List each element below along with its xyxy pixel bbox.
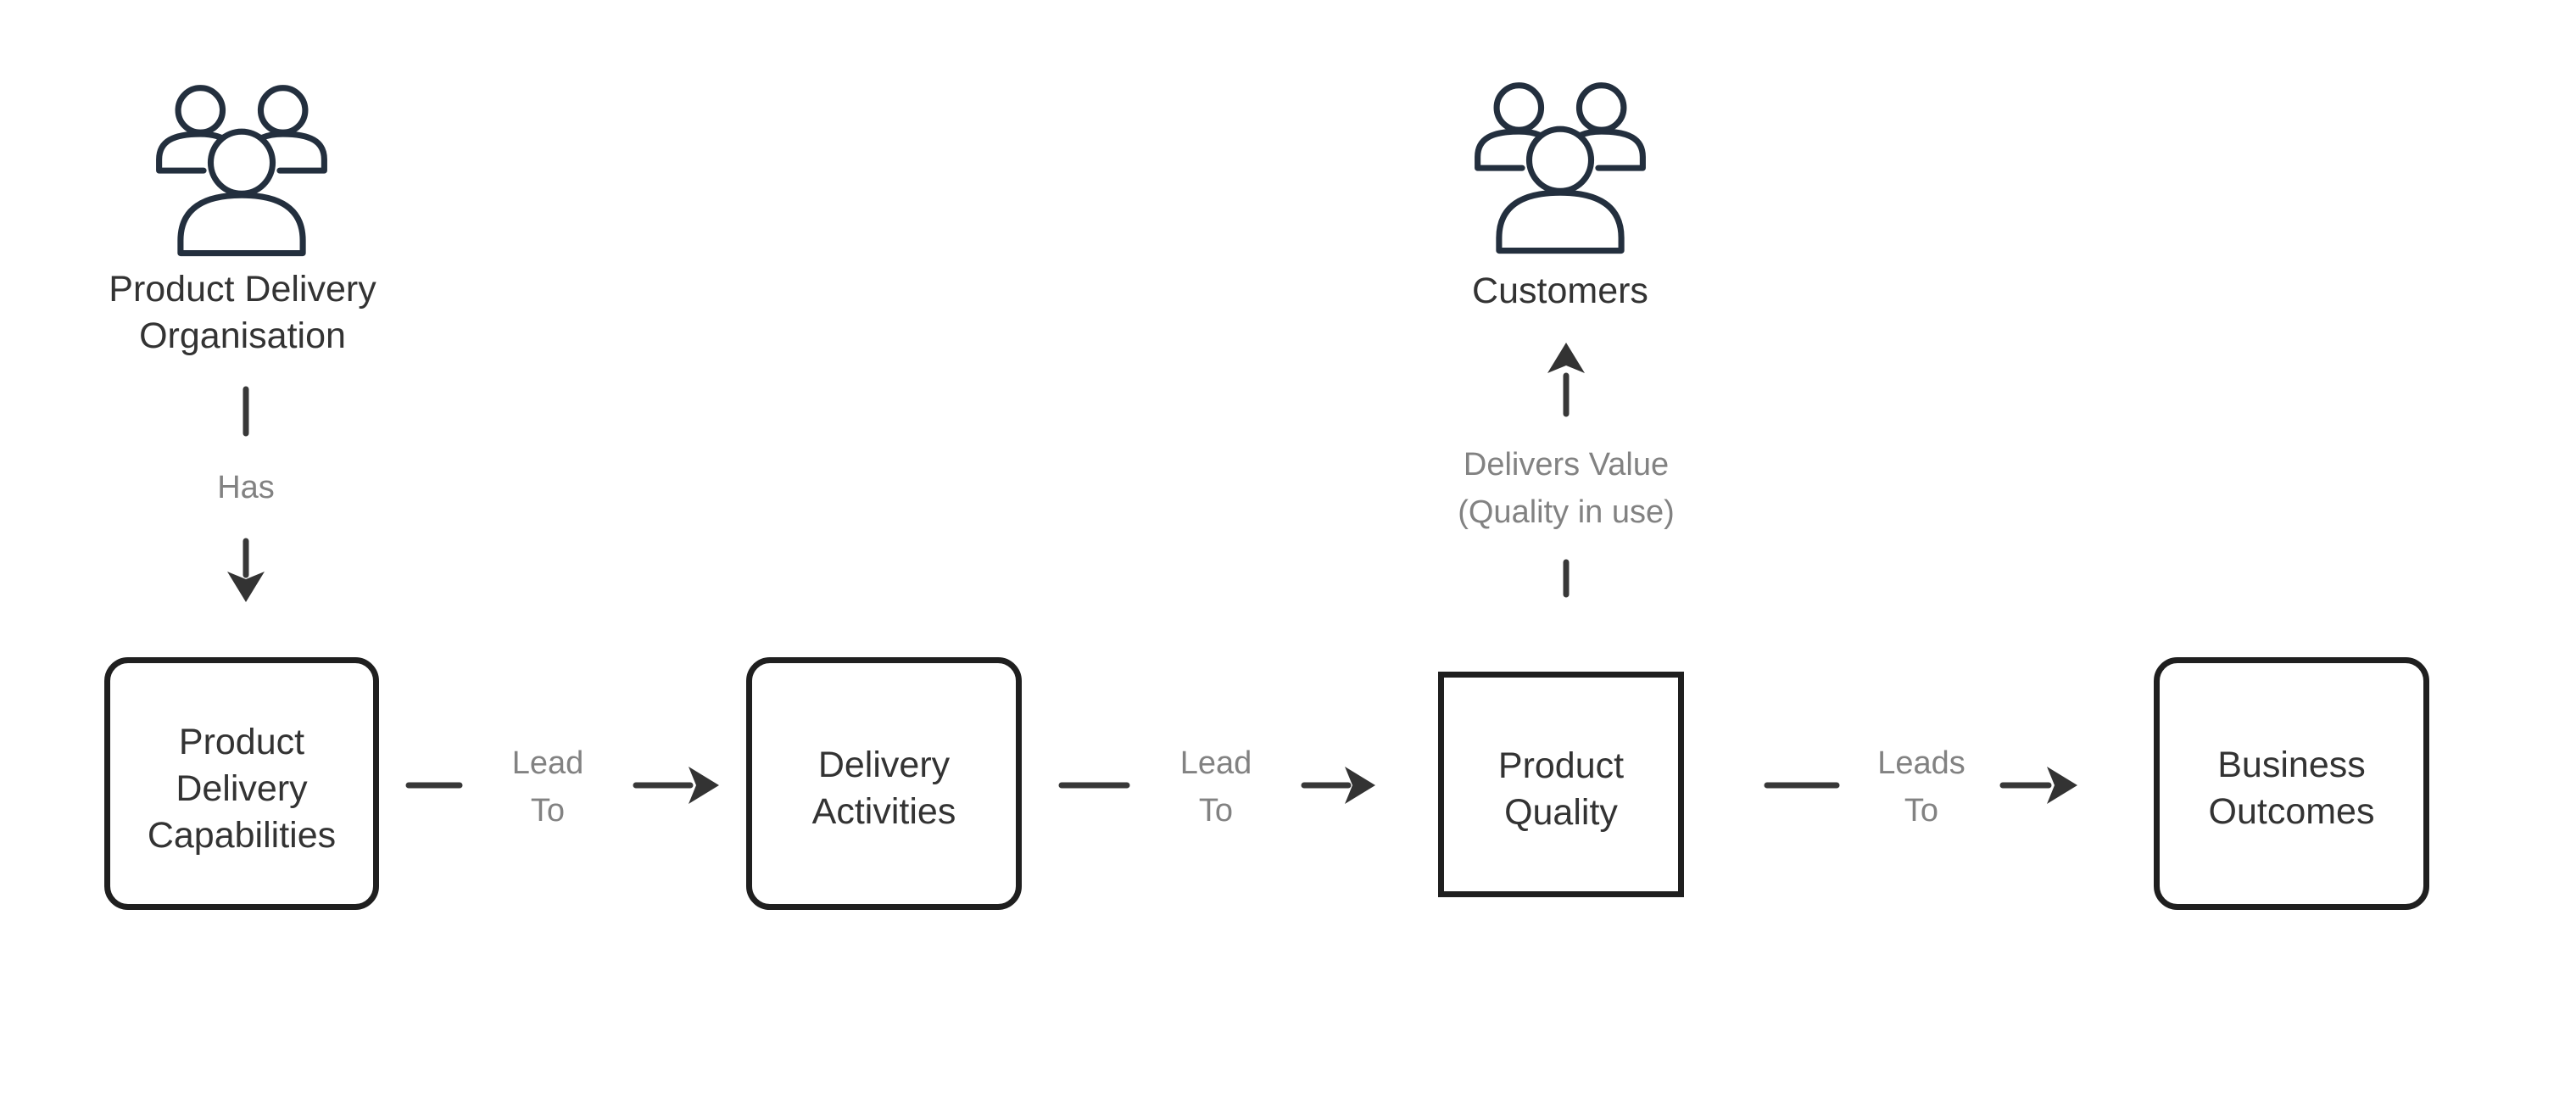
front-person-head xyxy=(207,128,276,197)
back-right-person-head xyxy=(1575,82,1627,133)
people-group-icon xyxy=(156,85,327,257)
box-product-quality: Product Quality xyxy=(1438,672,1684,897)
connector-lead-to-2 xyxy=(1058,767,1375,804)
connector-label-delivers-value: Delivers Value (Quality in use) xyxy=(1458,447,1675,530)
box-business-outcomes: Business Outcomes xyxy=(2154,657,2429,910)
front-person-shoulders xyxy=(1496,189,1625,254)
right-arrowhead-icon xyxy=(2047,767,2077,804)
right-arrowhead-icon xyxy=(689,767,719,804)
connector-label-leads-to: Leads To xyxy=(1877,745,1965,829)
connector-lead-to-1 xyxy=(405,767,719,804)
connector-label-has: Has xyxy=(217,470,275,505)
front-person-shoulders xyxy=(177,192,306,257)
connector-leads-to xyxy=(1764,767,2077,804)
back-left-person-head xyxy=(175,85,226,136)
connector-has xyxy=(227,386,265,602)
box-product-delivery-capabilities: Product Delivery Capabilities xyxy=(104,657,379,910)
box-delivery-activities: Delivery Activities xyxy=(746,657,1022,910)
people-group-icon xyxy=(1475,82,1646,254)
back-right-person-head xyxy=(257,85,309,136)
actor-label-customers: Customers xyxy=(1472,271,1648,311)
connector-delivers-value xyxy=(1547,343,1585,598)
connector-label-lead-to-1: Lead To xyxy=(511,745,584,829)
back-left-person-head xyxy=(1493,82,1545,133)
down-arrowhead-icon xyxy=(227,572,265,602)
connector-label-lead-to-2: Lead To xyxy=(1179,745,1252,829)
front-person-head xyxy=(1525,126,1595,194)
right-arrowhead-icon xyxy=(1345,767,1375,804)
up-arrowhead-icon xyxy=(1547,343,1585,373)
actor-label-product-delivery-organisation: Product Delivery Organisation xyxy=(109,269,376,356)
